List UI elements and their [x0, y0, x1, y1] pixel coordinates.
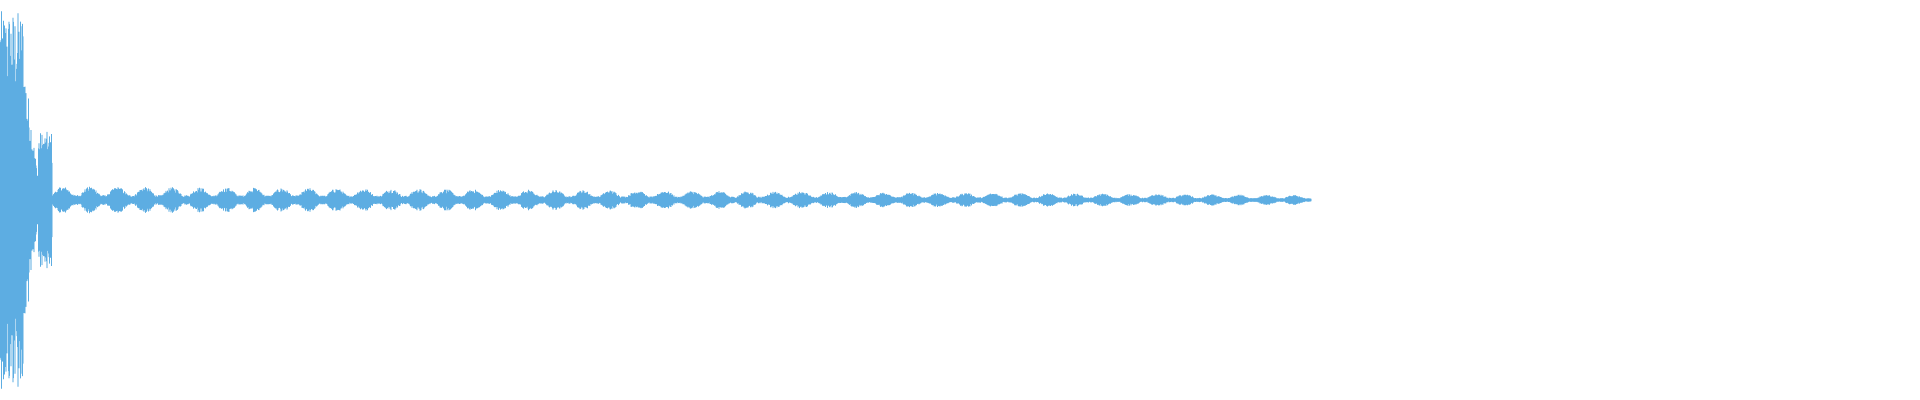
- waveform-trace: [0, 11, 1312, 389]
